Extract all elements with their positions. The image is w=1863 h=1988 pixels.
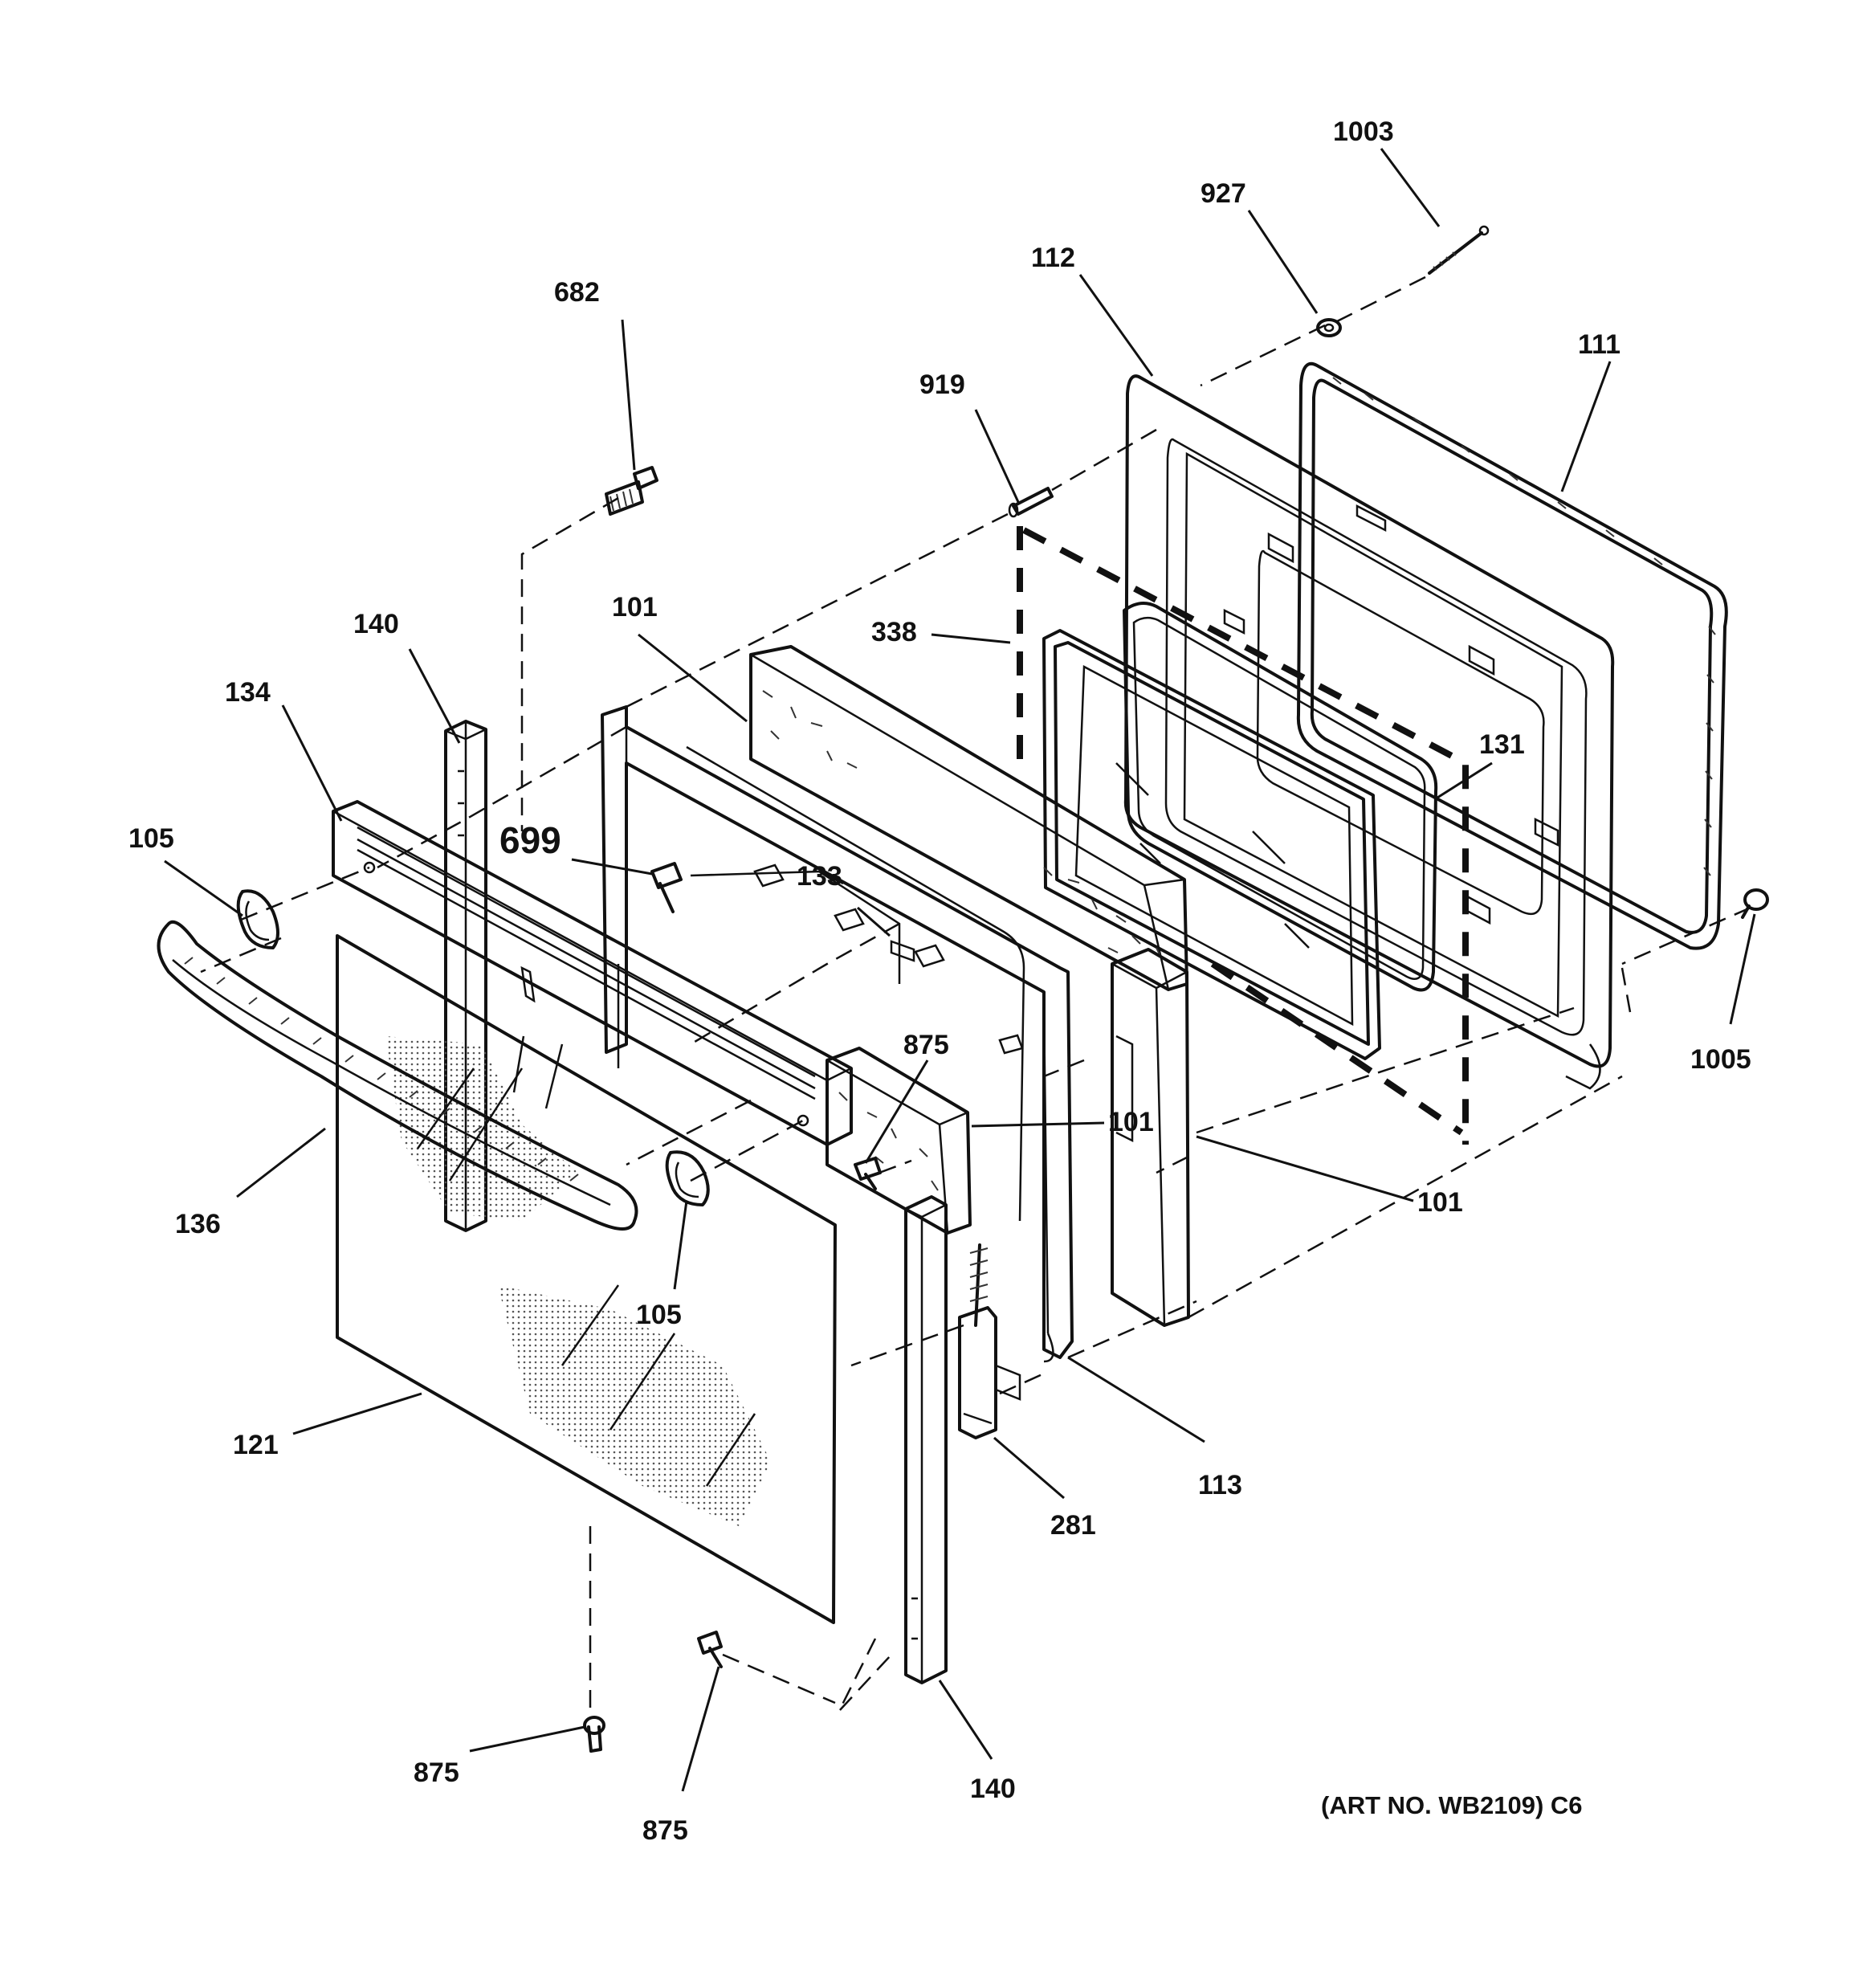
label-140-lower: 140 [970, 1774, 1016, 1804]
glass-pack-338 [1042, 629, 1381, 1060]
art-number: (ART NO. WB2109) C6 [1321, 1791, 1583, 1819]
label-919: 919 [919, 369, 965, 400]
leader-lines [164, 148, 1756, 1792]
end-cap-105-right [665, 1150, 710, 1206]
label-338: 338 [871, 617, 917, 647]
screw-1003 [1428, 225, 1490, 275]
label-140-upper: 140 [353, 609, 399, 639]
hinge-281 [958, 1243, 1021, 1439]
rear-door-frame-111 [1296, 361, 1728, 950]
label-699: 699 [499, 819, 561, 861]
label-111: 111 [1578, 329, 1620, 360]
label-133: 133 [797, 861, 842, 892]
insulation-side-101 [1111, 948, 1190, 1327]
label-1003: 1003 [1333, 116, 1394, 147]
label-105-left: 105 [128, 823, 174, 854]
label-101-upper: 101 [612, 592, 658, 623]
insulation-upper-101 [749, 645, 1188, 991]
door-liner-112 [1123, 374, 1615, 1090]
screw-875-lower-mid [697, 1631, 723, 1668]
outer-door-glass-121 [336, 934, 837, 1624]
screw-682 [605, 466, 658, 516]
pin-919 [1008, 487, 1054, 518]
label-101-lower: 101 [1417, 1187, 1463, 1218]
label-113: 113 [1198, 1470, 1242, 1500]
end-cap-105-left [236, 889, 279, 949]
screw-1005 [1741, 888, 1769, 919]
label-136: 136 [175, 1209, 221, 1239]
screw-875-lower-left [583, 1716, 605, 1753]
inner-gasket-131 [1123, 602, 1438, 992]
label-131: 131 [1479, 729, 1525, 760]
label-682: 682 [554, 277, 600, 308]
assembly-dashed-lines [200, 276, 1751, 1715]
label-281: 281 [1050, 1510, 1096, 1541]
screw-699 [650, 862, 683, 913]
insulation-lower-101 [826, 1047, 972, 1235]
label-105-right: 105 [636, 1300, 682, 1330]
label-875-lower-left: 875 [414, 1757, 459, 1788]
label-875-upper: 875 [903, 1030, 949, 1060]
side-trim-lower-140 [904, 1195, 948, 1684]
label-1005: 1005 [1690, 1044, 1751, 1075]
label-112: 112 [1031, 243, 1075, 273]
part-labels: 1003 927 112 111 682 919 140 101 338 134… [128, 116, 1751, 1846]
label-875-lower-mid: 875 [642, 1815, 688, 1846]
vent-trim-134 [332, 800, 853, 1146]
label-927: 927 [1201, 178, 1246, 209]
label-121: 121 [233, 1430, 279, 1460]
door-handle-136 [157, 920, 638, 1231]
label-134: 134 [225, 677, 271, 708]
label-101-right: 101 [1108, 1107, 1154, 1137]
